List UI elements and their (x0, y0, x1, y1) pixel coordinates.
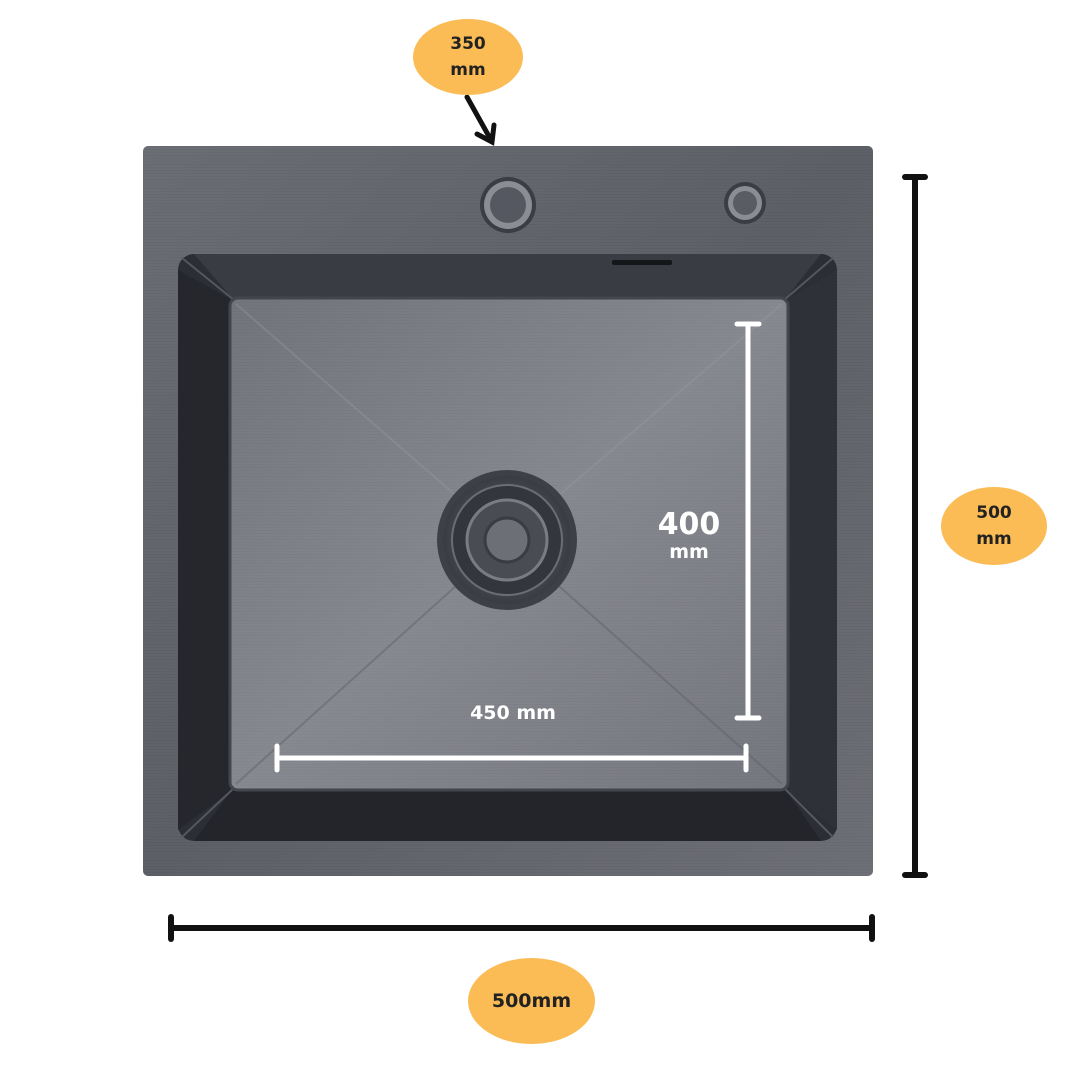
bowl-height-label: 400 mm (648, 507, 730, 563)
bowl-width-line (274, 743, 749, 773)
faucet-offset-unit: mm (450, 60, 486, 80)
arrow-icon (464, 94, 497, 146)
bowl-height-line (734, 321, 762, 721)
drain-strainer-icon (437, 470, 577, 610)
outer-width-label: 500mm (491, 990, 572, 1012)
outer-width-line (168, 914, 875, 942)
outer-height-line (902, 174, 928, 878)
bowl-width-label: 450 mm (470, 702, 556, 724)
faucet-hole-icon (480, 177, 536, 233)
soap-dispenser-hole-icon (724, 182, 766, 224)
bowl-height-value: 400 (657, 507, 721, 542)
outer-width-badge: 500mm (468, 958, 595, 1044)
outer-height-unit: mm (976, 529, 1012, 549)
faucet-offset-value: 350 (450, 34, 486, 54)
bowl-height-unit: mm (669, 541, 709, 563)
outer-height-badge: 500 mm (941, 487, 1047, 565)
faucet-offset-badge: 350 mm (413, 19, 523, 95)
outer-height-value: 500 (976, 503, 1012, 523)
